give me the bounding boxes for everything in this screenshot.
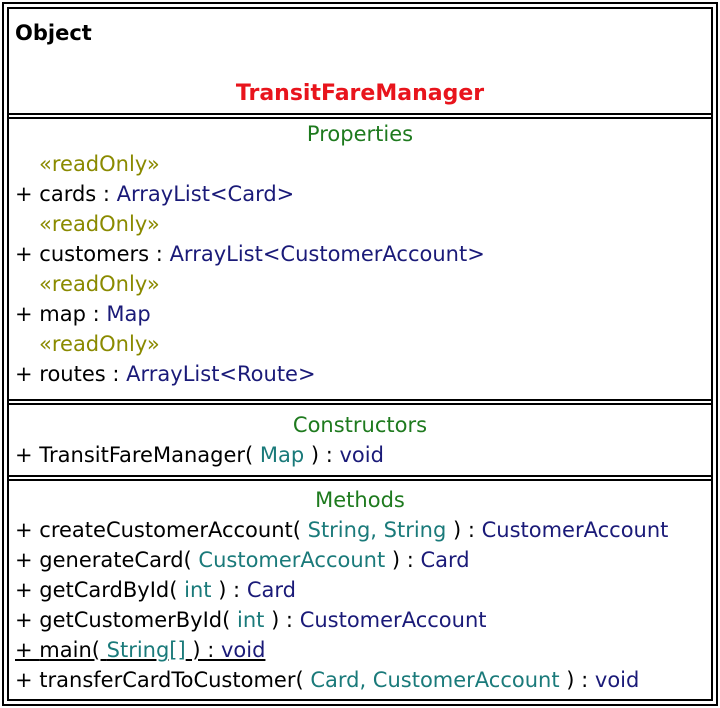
property-stereotype: «readOnly» bbox=[39, 152, 160, 176]
property-stereotype: «readOnly» bbox=[39, 332, 160, 356]
visibility: + bbox=[15, 302, 40, 326]
property-map: + map : Map bbox=[9, 299, 711, 329]
properties-title: Properties bbox=[306, 122, 414, 146]
signature-close: ) : bbox=[264, 608, 300, 632]
method-params: CustomerAccount bbox=[198, 548, 386, 572]
signature-close: ) : bbox=[446, 518, 482, 542]
type-separator: : bbox=[149, 242, 170, 266]
class-name: TransitFareManager bbox=[235, 81, 485, 106]
method-item: + generateCard( CustomerAccount ) : Card bbox=[9, 545, 711, 575]
property-name: map bbox=[39, 302, 86, 326]
method-name: transferCardToCustomer( bbox=[39, 668, 311, 692]
return-type: Card bbox=[246, 578, 296, 602]
method-name: getCustomerById( bbox=[39, 608, 237, 632]
method-item-static: + main( String[] ) : void bbox=[9, 635, 711, 665]
property-type: ArrayList<Card> bbox=[116, 182, 295, 206]
visibility: + bbox=[15, 242, 40, 266]
property-customers: + customers : ArrayList<CustomerAccount> bbox=[9, 239, 711, 269]
return-type: void bbox=[339, 443, 384, 467]
divider-header bbox=[9, 113, 711, 119]
visibility: + bbox=[15, 548, 40, 572]
constructor-name: TransitFareManager( bbox=[39, 443, 260, 467]
method-name: createCustomerAccount( bbox=[39, 518, 308, 542]
property-name: customers bbox=[39, 242, 150, 266]
property-stereotype: «readOnly» bbox=[39, 272, 160, 296]
class-header: Object TransitFareManager bbox=[9, 9, 711, 113]
return-type: void bbox=[220, 638, 266, 662]
signature-close: ) : bbox=[559, 668, 595, 692]
signature-close: ) : bbox=[304, 443, 340, 467]
return-type: void bbox=[594, 668, 640, 692]
visibility: + bbox=[15, 638, 40, 662]
visibility: + bbox=[15, 362, 40, 386]
constructors-section: Constructors + TransitFareManager( Map )… bbox=[9, 410, 711, 470]
divider-constructors bbox=[9, 475, 711, 481]
superclass-label: Object bbox=[15, 21, 92, 45]
type-separator: : bbox=[105, 362, 127, 386]
constructors-title: Constructors bbox=[292, 413, 428, 437]
signature-close: ) : bbox=[211, 578, 247, 602]
method-item: + transferCardToCustomer( Card, Customer… bbox=[9, 665, 711, 695]
signature-close: ) : bbox=[385, 548, 421, 572]
divider-properties bbox=[9, 399, 711, 405]
property-cards: + cards : ArrayList<Card> bbox=[9, 179, 711, 209]
property-stereotype: «readOnly» bbox=[39, 212, 160, 236]
property-routes: + routes : ArrayList<Route> bbox=[9, 359, 711, 389]
visibility: + bbox=[15, 608, 40, 632]
method-item: + createCustomerAccount( String, String … bbox=[9, 515, 711, 545]
constructor-params: Map bbox=[259, 443, 305, 467]
signature-close: ) : bbox=[185, 638, 221, 662]
method-name: getCardById( bbox=[39, 578, 185, 602]
property-type: Map bbox=[106, 302, 151, 326]
method-params: Card, CustomerAccount bbox=[310, 668, 560, 692]
method-params: int bbox=[237, 608, 265, 632]
method-params: String[] bbox=[106, 638, 186, 662]
property-name: routes bbox=[39, 362, 106, 386]
property-type: ArrayList<CustomerAccount> bbox=[169, 242, 485, 266]
visibility: + bbox=[15, 443, 40, 467]
method-name: main( bbox=[39, 638, 107, 662]
property-type: ArrayList<Route> bbox=[126, 362, 316, 386]
property-name: cards bbox=[39, 182, 97, 206]
uml-class-inner: Object TransitFareManager Properties «re… bbox=[7, 7, 713, 701]
methods-title: Methods bbox=[315, 488, 405, 512]
method-params: int bbox=[184, 578, 212, 602]
method-params: String, String bbox=[307, 518, 447, 542]
visibility: + bbox=[15, 668, 40, 692]
return-type: Card bbox=[420, 548, 470, 572]
return-type: CustomerAccount bbox=[481, 518, 669, 542]
methods-section: Methods + createCustomerAccount( String,… bbox=[9, 485, 711, 695]
visibility: + bbox=[15, 578, 40, 602]
constructor-item: + TransitFareManager( Map ) : void bbox=[9, 440, 711, 470]
properties-section: Properties «readOnly» + cards : ArrayLis… bbox=[9, 119, 711, 389]
type-separator: : bbox=[85, 302, 107, 326]
visibility: + bbox=[15, 518, 40, 542]
return-type: CustomerAccount bbox=[299, 608, 487, 632]
method-item: + getCardById( int ) : Card bbox=[9, 575, 711, 605]
type-separator: : bbox=[96, 182, 117, 206]
method-name: generateCard( bbox=[39, 548, 199, 572]
visibility: + bbox=[15, 182, 40, 206]
method-item: + getCustomerById( int ) : CustomerAccou… bbox=[9, 605, 711, 635]
